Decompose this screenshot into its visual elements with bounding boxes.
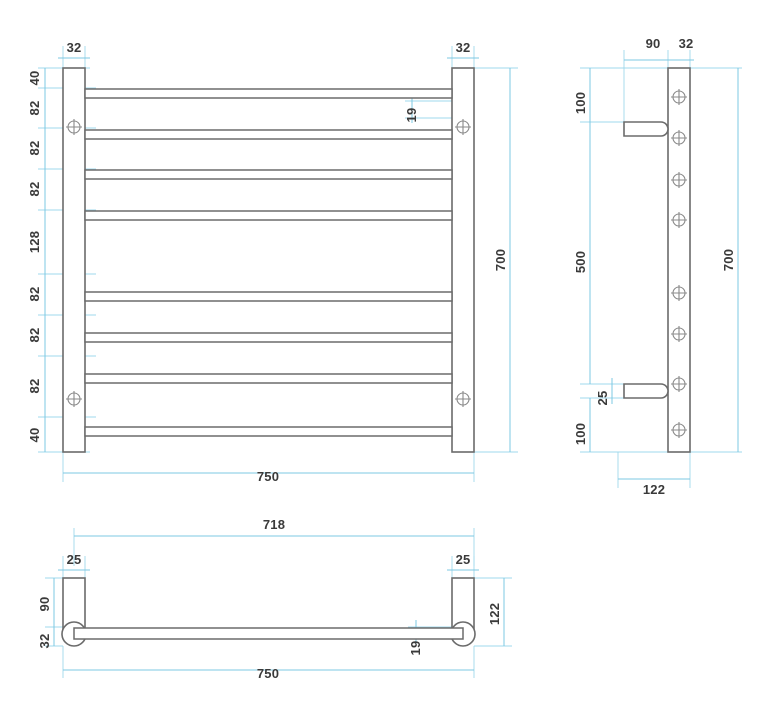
plan-leg-length-dim: 90 [37,597,52,612]
front-left-post [62,67,86,453]
front-rail-thickness-dim: 19 [404,108,419,123]
front-rail [84,426,453,437]
side-bracket-upper [623,121,669,137]
plan-right-leg-thickness-dim: 25 [456,552,471,567]
front-right-post-holes [455,119,471,407]
front-overall-width-dim: 750 [257,469,279,484]
front-left-post-holes [66,119,82,407]
side-left-dim-3: 25 [595,391,610,406]
front-right-post [451,67,475,453]
front-left-dim-1: 40 [27,71,42,86]
front-rail [84,88,453,99]
front-rail [84,129,453,140]
front-left-dim-6: 82 [27,287,42,302]
plan-rail-thickness-dim: 19 [408,641,423,656]
front-rail [84,332,453,343]
front-left-dim-4: 82 [27,182,42,197]
side-post-depth-dim: 32 [679,36,694,51]
front-view-dimension-lines [38,46,518,482]
front-left-dim-2: 82 [27,101,42,116]
plan-view-dimension-lines [45,528,512,678]
front-left-dim-8: 82 [27,379,42,394]
plan-overall-width-dim: 750 [257,666,279,681]
front-left-dim-3: 82 [27,141,42,156]
side-overall-height-dim: 700 [721,249,736,271]
plan-leg-depth-dim: 122 [487,603,502,625]
side-overall-depth-dim: 122 [643,482,665,497]
side-left-dim-4: 100 [573,423,588,445]
plan-inner-width-dim: 718 [263,517,285,532]
front-top-right-dim: 32 [456,40,471,55]
front-view: 32 32 40 82 82 82 128 82 82 82 40 19 700… [27,40,518,484]
plan-connecting-rail [73,627,464,640]
side-left-dim-2: 500 [573,251,588,273]
front-rails [84,88,453,437]
front-rail [84,210,453,221]
front-rail [84,169,453,180]
side-bracket-projection-dim: 90 [646,36,661,51]
plan-left-leg-thickness-dim: 25 [67,552,82,567]
front-top-left-dim: 32 [67,40,82,55]
side-view-dimension-lines [580,50,742,488]
front-rail [84,373,453,384]
front-left-dim-7: 82 [27,328,42,343]
side-left-dim-1: 100 [573,92,588,114]
front-left-dim-5: 128 [27,231,42,253]
side-post-holes [671,89,687,438]
front-rail [84,291,453,302]
front-left-dim-9: 40 [27,428,42,443]
side-post [667,67,691,453]
side-view: 90 32 100 500 25 100 700 122 [573,36,742,497]
plan-view: 718 25 25 90 32 122 19 750 [37,517,512,681]
front-overall-height-dim: 700 [493,249,508,271]
side-bracket-lower [623,383,669,399]
plan-post-width-dim: 32 [37,634,52,649]
